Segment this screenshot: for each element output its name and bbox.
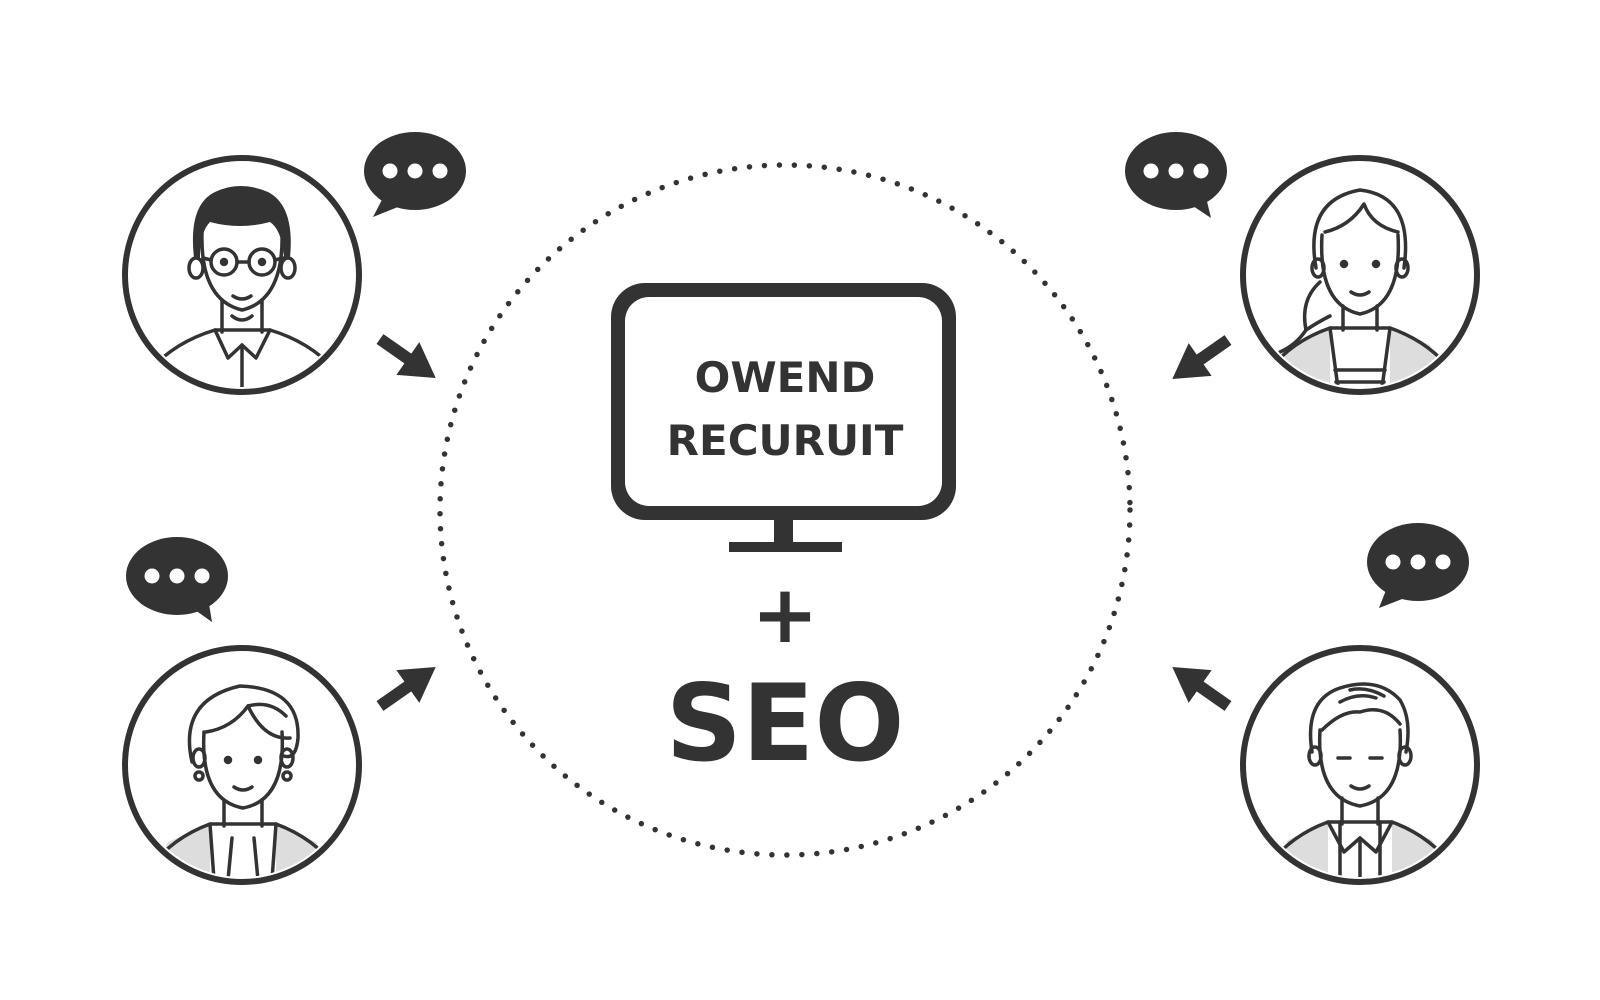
- arrow-icon: [376, 334, 436, 379]
- monitor-icon: [611, 283, 956, 552]
- speech-bubble-icon: [1125, 132, 1227, 218]
- avatar-bottom-left: [122, 645, 362, 885]
- person-glasses-icon: [148, 230, 337, 387]
- arrow-icon: [1172, 335, 1232, 380]
- speech-bubble-icon: [1367, 523, 1469, 608]
- avatar-top-right: [1240, 155, 1480, 395]
- arrow-icon: [1172, 666, 1232, 711]
- person-ponytail-icon: [1266, 188, 1454, 387]
- arrow-icon: [376, 666, 436, 711]
- speech-bubble-icon: [126, 537, 228, 622]
- monitor-line-1: OWEND: [695, 353, 876, 402]
- avatar-bottom-right: [1240, 645, 1480, 885]
- seo-label: SEO: [666, 662, 905, 785]
- monitor-line-2: RECURUIT: [667, 416, 904, 465]
- dotted-center-circle: [437, 162, 1133, 858]
- avatar-top-left: [122, 155, 362, 395]
- speech-bubble-icon: [364, 132, 466, 217]
- plus-sign: +: [751, 568, 818, 661]
